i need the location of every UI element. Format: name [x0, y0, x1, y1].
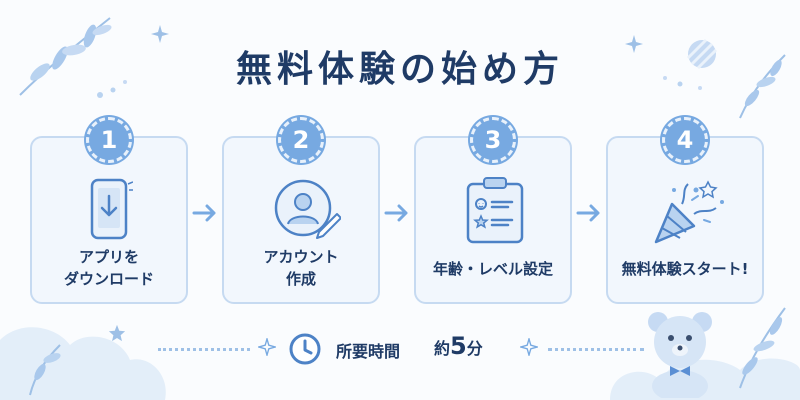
step-1-label-line1: アプリを [78, 248, 139, 266]
teddy-bear-icon [648, 312, 712, 398]
sparkle-icon [151, 25, 169, 43]
time-unit: 分 [466, 339, 483, 358]
cloud-bottom-left-icon [0, 327, 166, 400]
page-title: 無料体験の始め方 [235, 49, 564, 90]
dots-decoration-icon [97, 80, 127, 98]
required-time-value: 約5分 [434, 332, 483, 360]
dots-decoration-icon [663, 76, 702, 90]
step-4-number-badge: 4 [662, 117, 708, 163]
leaf-branch-top-left-icon [19, 17, 112, 96]
step-card-2: アカウント 作成 [222, 136, 380, 304]
clipboard-icon [466, 177, 524, 244]
required-time-row: 所要時間 約5分 [0, 330, 800, 370]
sparkle-icon [258, 338, 276, 356]
leaf-branch-top-right-icon [739, 54, 786, 119]
time-number: 5 [450, 332, 467, 360]
step-3-number-badge: 3 [470, 117, 516, 163]
time-prefix: 約 [434, 339, 451, 358]
step-2-number-badge: 2 [278, 117, 324, 163]
sparkle-icon [520, 338, 538, 356]
striped-circle-icon [686, 38, 718, 70]
step-1-number-badge: 1 [86, 117, 132, 163]
step-1-label-line2: ダウンロード [63, 270, 154, 288]
clock-icon [289, 333, 321, 365]
step-card-4: 無料体験スタート! [606, 136, 764, 304]
dotted-line-left [158, 348, 250, 351]
step-3-label-line1: 年齢・レベル設定 [432, 260, 553, 278]
leaf-branch-bottom-right-icon [739, 307, 786, 389]
sparkle-icon [625, 35, 643, 53]
phone-download-icon [90, 178, 133, 240]
user-edit-icon [274, 179, 341, 239]
step-card-1: アプリを ダウンロード [30, 136, 188, 304]
star-icon [108, 324, 126, 342]
step-4-label-line1: 無料体験スタート! [621, 260, 749, 278]
arrow-right-icon [384, 204, 408, 222]
arrow-right-icon [576, 204, 600, 222]
required-time-label: 所要時間 [336, 342, 401, 361]
party-popper-icon [654, 180, 724, 244]
step-2-label-line1: アカウント [263, 248, 339, 266]
dotted-line-right [548, 348, 644, 351]
arrow-right-icon [192, 204, 216, 222]
step-2-label-line2: 作成 [285, 270, 316, 288]
step-card-3: 年齢・レベル設定 [414, 136, 572, 304]
